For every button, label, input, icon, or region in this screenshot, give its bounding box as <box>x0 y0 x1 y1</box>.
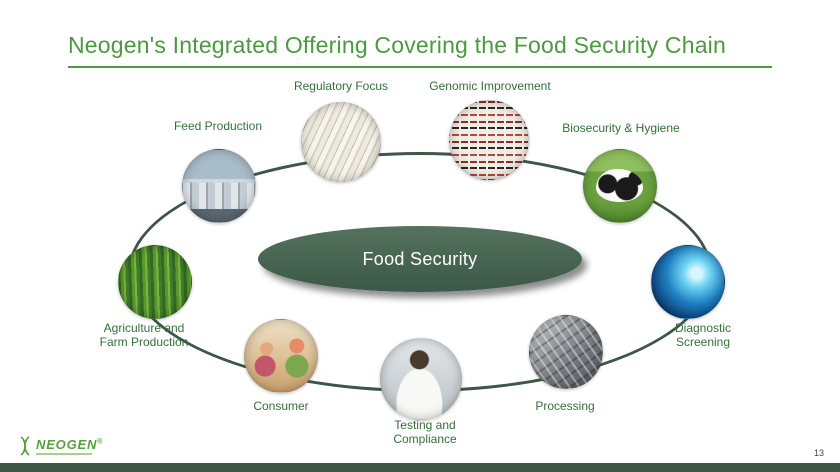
node-label-testing-compliance: Testing and Compliance <box>393 418 457 446</box>
node-label-diagnostic-screening: Diagnostic Screening <box>674 321 732 349</box>
neogen-logo: NEOGEN® <box>18 436 103 456</box>
biosecurity-hygiene-image <box>583 149 657 223</box>
node-label-biosecurity-hygiene: Biosecurity & Hygiene <box>562 121 680 135</box>
registered-mark: ® <box>97 438 104 446</box>
consumer-image <box>244 319 318 393</box>
logo-tagline-line <box>36 452 92 455</box>
food-security-ellipse: Food Security <box>258 226 582 292</box>
genomic-improvement-image <box>449 100 529 180</box>
node-label-agriculture-farm-production: Agriculture and Farm Production <box>99 321 189 349</box>
testing-compliance-image <box>380 338 462 420</box>
diagnostic-screening-image <box>651 245 725 319</box>
feed-production-image <box>182 149 256 223</box>
node-label-processing: Processing <box>535 399 595 413</box>
agriculture-farm-production-image <box>118 245 192 319</box>
page-title: Neogen's Integrated Offering Covering th… <box>68 32 726 58</box>
food-security-label: Food Security <box>362 248 478 269</box>
node-label-genomic-improvement: Genomic Improvement <box>429 79 551 93</box>
neogen-wordmark: NEOGEN® <box>36 438 103 455</box>
title-underline <box>68 66 772 68</box>
neogen-helix-icon <box>20 436 30 456</box>
footer-bar <box>0 463 840 472</box>
node-label-feed-production: Feed Production <box>173 119 263 133</box>
node-label-consumer: Consumer <box>253 399 309 413</box>
regulatory-focus-image <box>301 102 381 182</box>
node-label-regulatory-focus: Regulatory Focus <box>293 79 389 93</box>
page-number: 13 <box>813 448 824 458</box>
processing-image <box>529 315 603 389</box>
